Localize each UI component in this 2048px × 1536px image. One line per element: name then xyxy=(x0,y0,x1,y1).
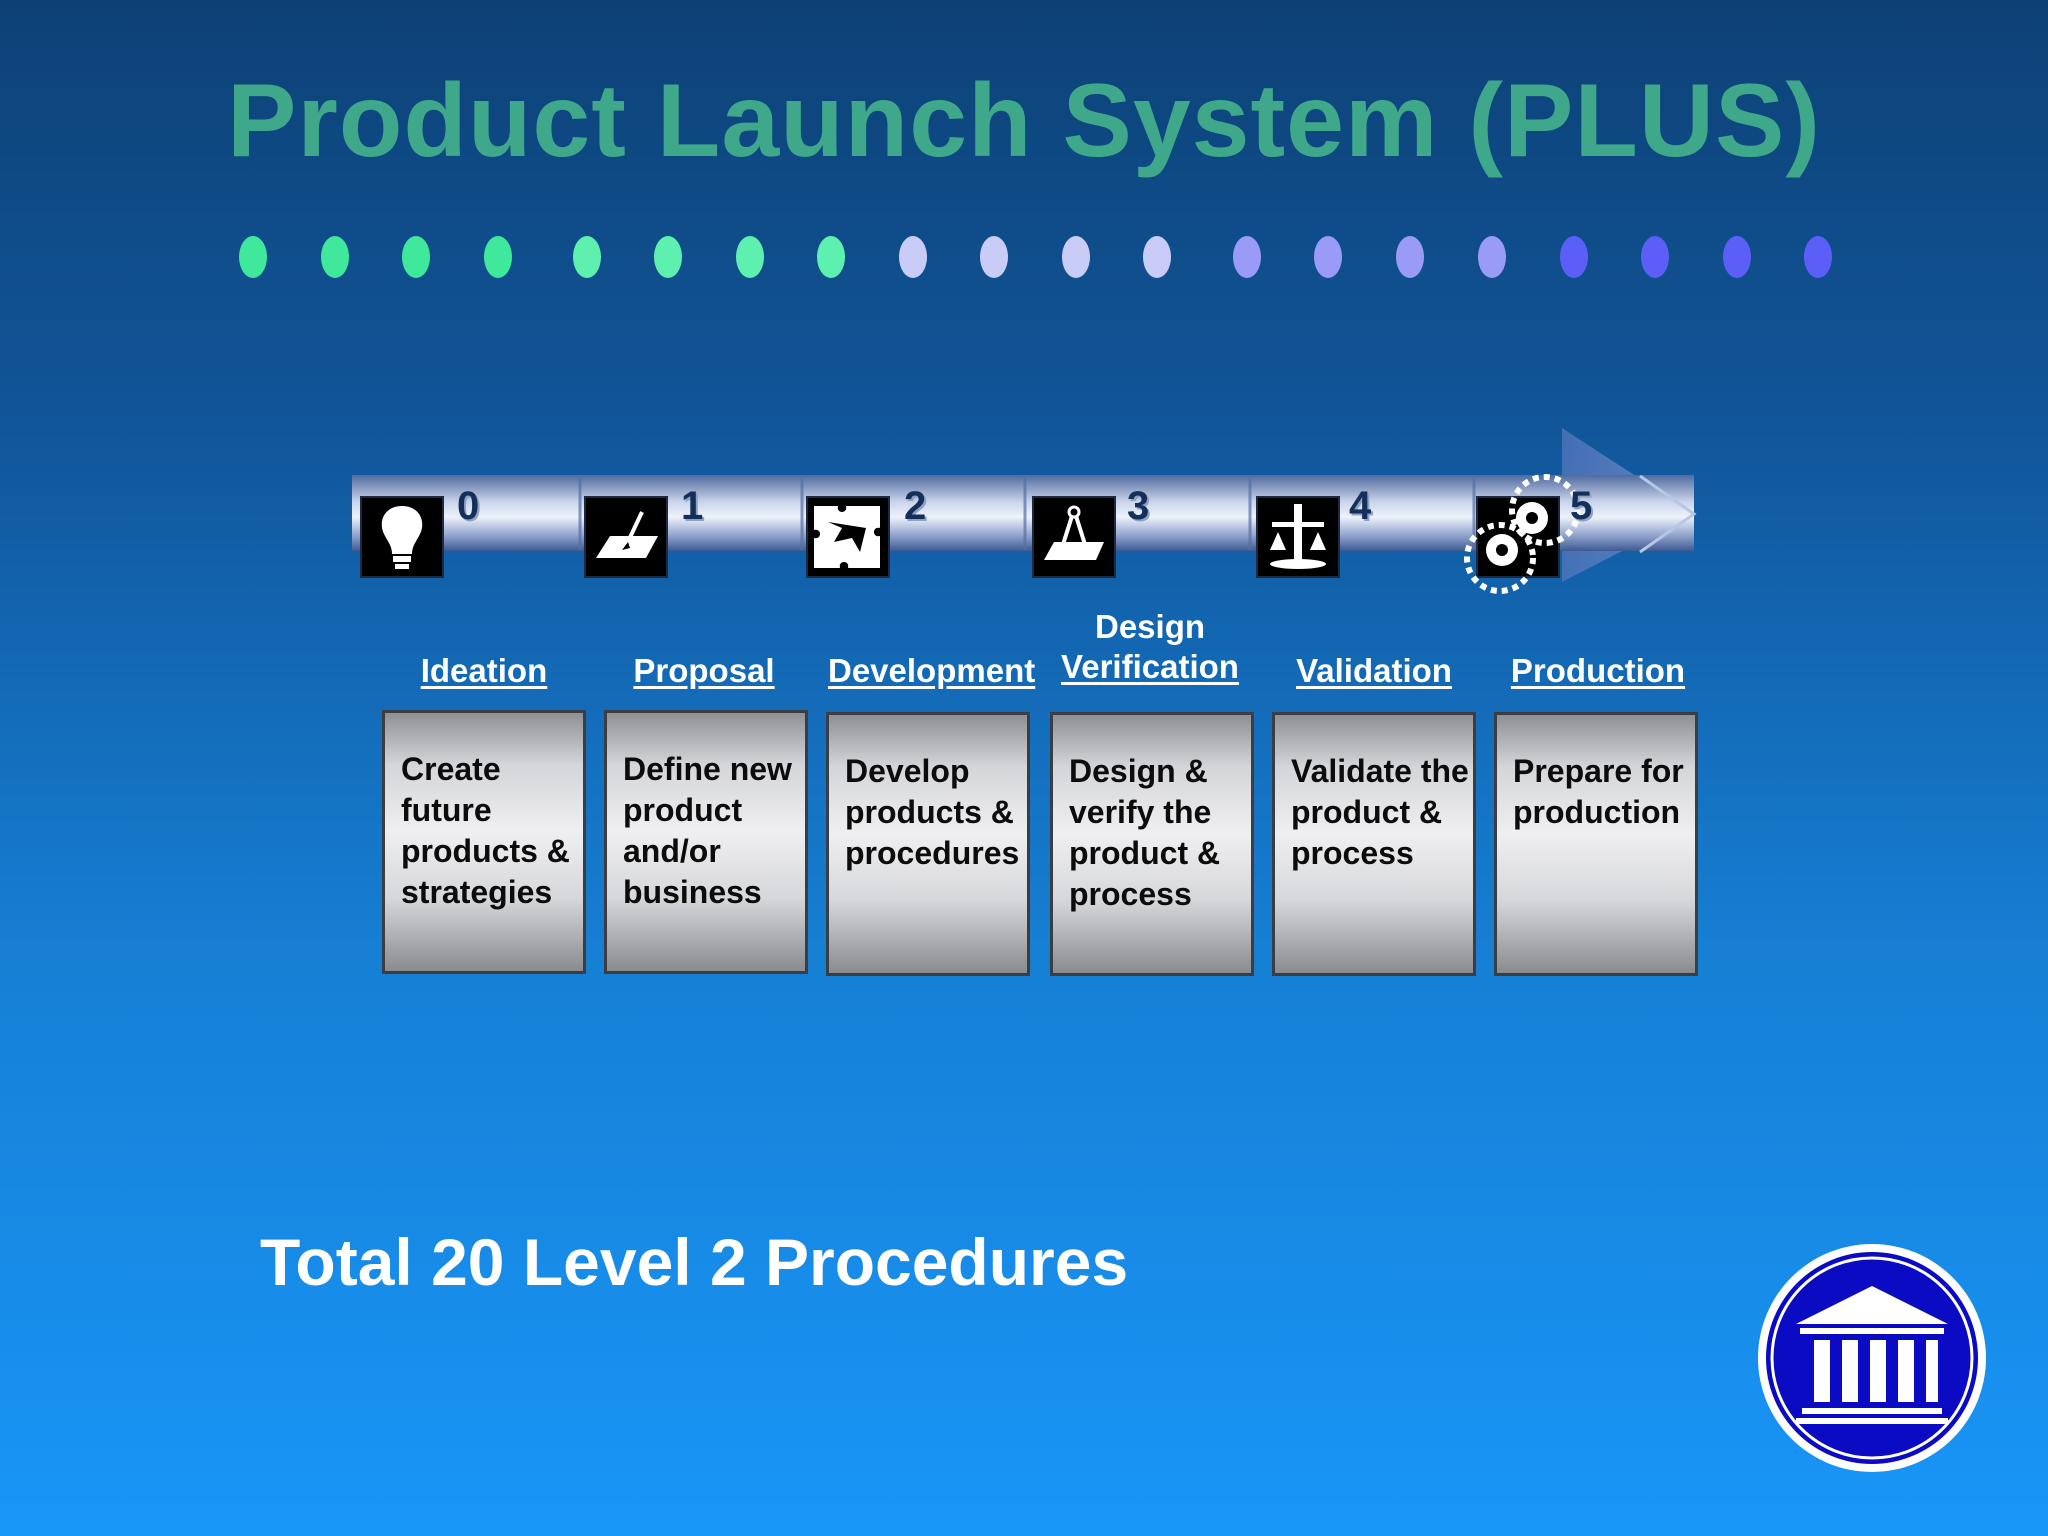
phase-card: Create future products & strategies xyxy=(382,710,586,974)
phase-link-validation[interactable]: Validation xyxy=(1296,652,1452,689)
dot xyxy=(980,236,1008,278)
phase-label-prefix: Design xyxy=(1094,608,1206,645)
phase-card: Validate the product & process xyxy=(1272,712,1476,976)
phase-description: Prepare for production xyxy=(1513,753,1684,830)
phase-description: Validate the product & process xyxy=(1291,753,1469,871)
phase-card: Develop products & procedures xyxy=(826,712,1030,976)
phase-number: 3 xyxy=(1127,484,1150,528)
phase-description: Create future products & strategies xyxy=(401,751,570,910)
dot xyxy=(736,236,764,278)
dot xyxy=(1560,236,1588,278)
dot xyxy=(1478,236,1506,278)
dot xyxy=(573,236,601,278)
lightbulb-icon xyxy=(360,496,444,578)
lab-scale-icon xyxy=(1256,496,1340,578)
dot xyxy=(1804,236,1832,278)
dot xyxy=(1062,236,1090,278)
dot xyxy=(1723,236,1751,278)
dot-row xyxy=(0,236,2048,286)
gears-icon xyxy=(1476,496,1560,578)
page-title: Product Launch System (PLUS) xyxy=(227,63,1821,179)
dot xyxy=(1396,236,1424,278)
phase-number: 4 xyxy=(1349,484,1372,528)
dot xyxy=(402,236,430,278)
phase-number: 5 xyxy=(1570,484,1593,528)
dot xyxy=(654,236,682,278)
phase-description: Develop products & procedures xyxy=(845,753,1020,871)
phase-link-development[interactable]: Development xyxy=(828,652,1036,689)
phase-link-verification[interactable]: Verification xyxy=(1061,648,1239,685)
phase-link-proposal[interactable]: Proposal xyxy=(633,652,775,689)
compass-icon xyxy=(1032,496,1116,578)
dot xyxy=(239,236,267,278)
puzzle-icon xyxy=(806,496,890,578)
phase-description: Define new product and/or business xyxy=(623,751,792,910)
dot xyxy=(1314,236,1342,278)
dot xyxy=(899,236,927,278)
phase-description: Design & verify the product & process xyxy=(1069,753,1221,912)
dot xyxy=(484,236,512,278)
drafting-icon xyxy=(584,496,668,578)
dot xyxy=(1233,236,1261,278)
phase-number: 2 xyxy=(904,484,927,528)
phase-card: Prepare for production xyxy=(1494,712,1698,976)
dot xyxy=(817,236,845,278)
procedures-total: Total 20 Level 2 Procedures xyxy=(260,1225,1129,1299)
phase-number: 0 xyxy=(457,484,480,528)
phase-link-production[interactable]: Production xyxy=(1510,652,1686,689)
phase-number: 1 xyxy=(681,484,704,528)
phase-link-ideation[interactable]: Ideation xyxy=(420,652,548,689)
phase-card: Design & verify the product & process xyxy=(1050,712,1254,976)
institution-icon xyxy=(1756,1242,1988,1474)
dot xyxy=(321,236,349,278)
dot xyxy=(1641,236,1669,278)
dot xyxy=(1143,236,1171,278)
phase-card: Define new product and/or business xyxy=(604,710,808,974)
